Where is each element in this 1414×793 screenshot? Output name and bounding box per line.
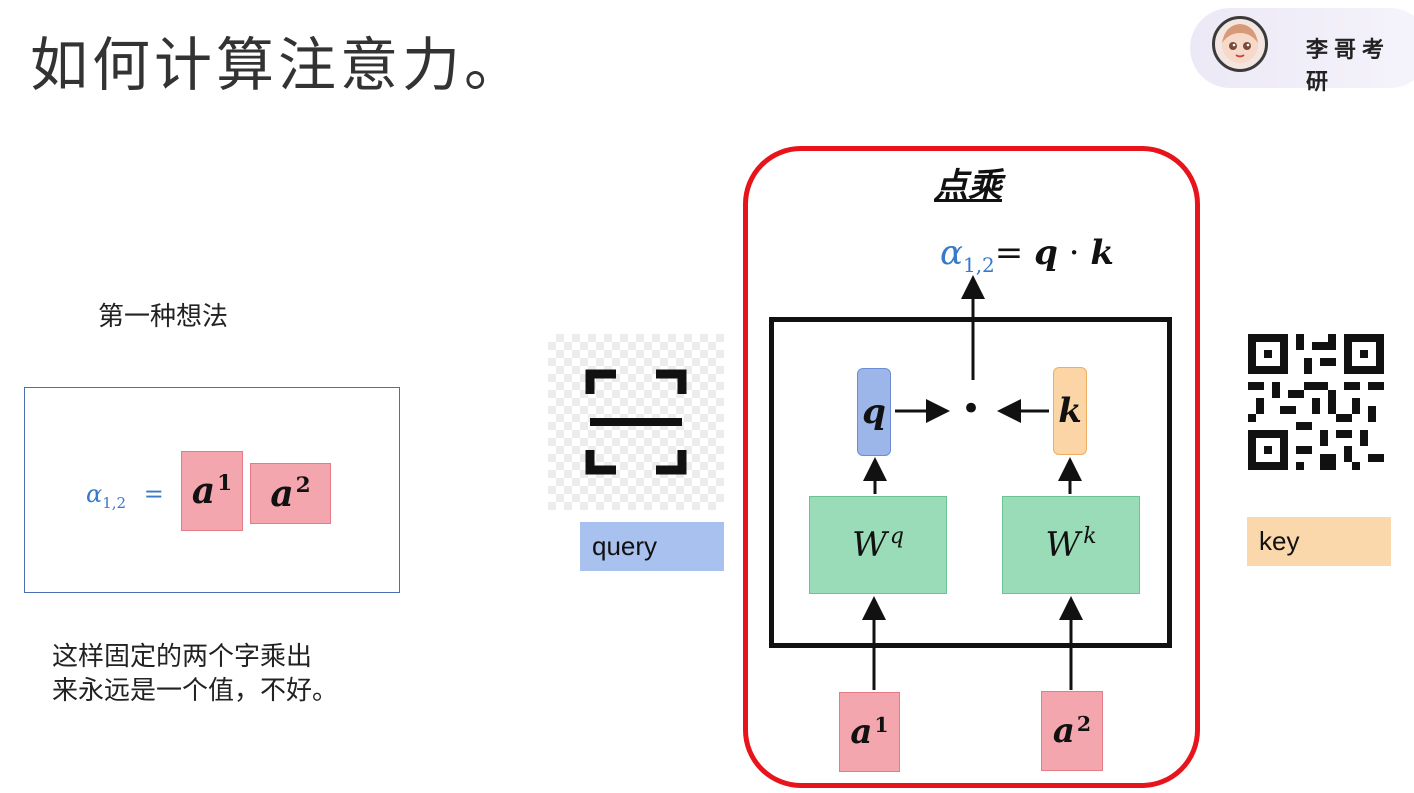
dot-product-heading: 点乘	[934, 166, 1002, 206]
brand-name: 李哥考研	[1306, 38, 1391, 95]
query-label: query	[580, 522, 724, 571]
page-title: 如何计算注意力。	[30, 31, 527, 99]
qr-code-icon	[1248, 334, 1384, 470]
dot-operator: •	[961, 389, 982, 429]
projection-box	[769, 317, 1172, 648]
note-line-2: 来永远是一个值，不好。	[52, 676, 339, 706]
attention-formula: α1,2= q · k	[940, 233, 1114, 277]
scan-icon-tile	[548, 334, 724, 510]
scan-icon	[585, 369, 687, 475]
query-vector: q	[857, 368, 891, 456]
note-line-1: 这样固定的两个字乘出	[52, 642, 313, 672]
alpha-label-left: α1,2 =	[86, 480, 164, 512]
idea-box	[24, 387, 400, 593]
key-label: key	[1247, 517, 1391, 566]
idea-heading: 第一种想法	[98, 302, 229, 332]
avatar-icon	[1212, 16, 1268, 72]
key-vector: k	[1053, 367, 1087, 455]
explanation-note: 这样固定的两个字乘出 来永远是一个值，不好。	[52, 640, 338, 708]
dot-product-frame	[743, 146, 1200, 788]
